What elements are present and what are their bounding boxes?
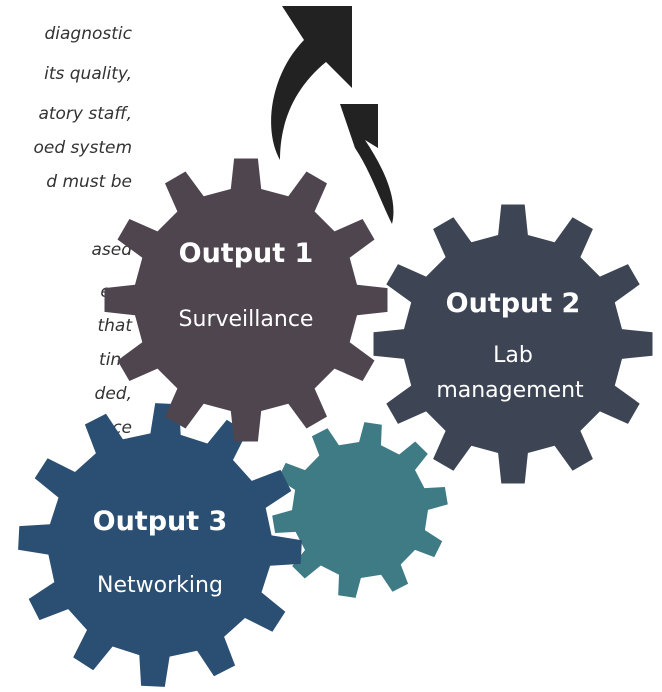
- curved-arrow-large-icon: [271, 6, 352, 160]
- text-line: ded,: [94, 384, 132, 404]
- gear-2-subtitle-line-2: management: [436, 378, 584, 403]
- gear-1-subtitle: Surveillance: [179, 307, 314, 332]
- text-line: diagnostic: [44, 24, 133, 44]
- gear-3-title: Output 3: [93, 506, 228, 537]
- gear-2-subtitle-line-1: Lab: [493, 343, 533, 368]
- curved-arrow-small-icon: [340, 104, 394, 224]
- text-line: ased: [91, 240, 132, 260]
- text-line: atory staff,: [38, 104, 132, 124]
- gear-1-title: Output 1: [179, 238, 314, 269]
- gear-3-subtitle: Networking: [97, 573, 223, 598]
- text-line: d must be: [46, 172, 132, 192]
- gear-small-connector: [272, 422, 448, 598]
- text-line: oed system: [33, 138, 132, 158]
- gear-output-2: [373, 204, 653, 484]
- text-line: that: [97, 316, 132, 336]
- gear-output-3: [18, 403, 302, 687]
- gear-2-title: Output 2: [446, 288, 581, 319]
- text-line: its quality,: [44, 64, 132, 84]
- gear-output-1: [104, 158, 388, 442]
